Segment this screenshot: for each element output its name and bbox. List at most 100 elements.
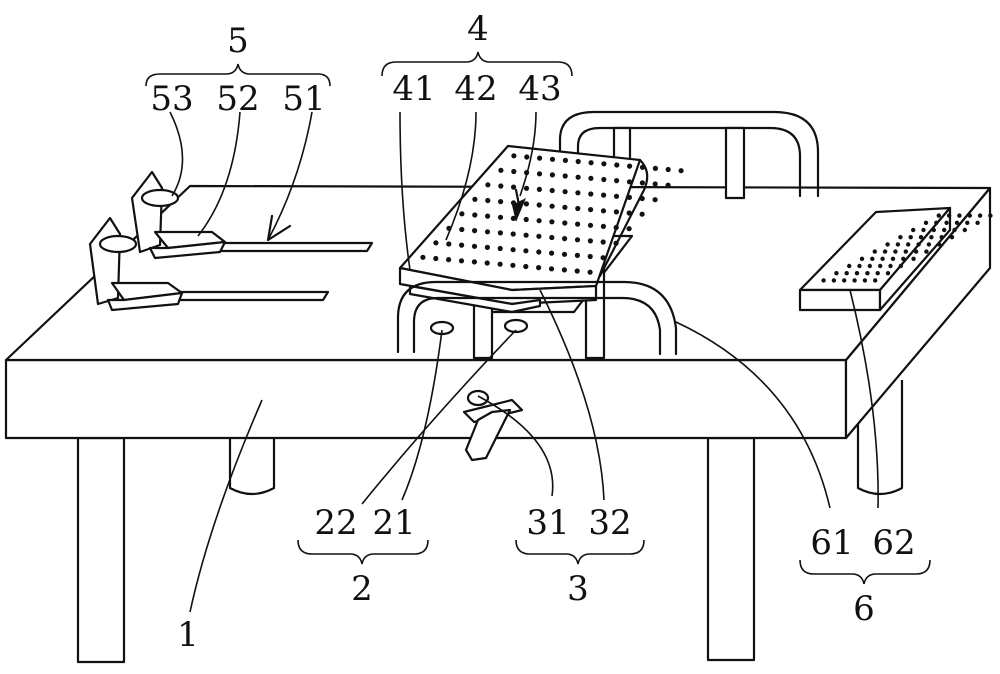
brace-4 — [381, 51, 573, 77]
strap-ring-front — [98, 234, 138, 254]
side-pad-hole — [895, 242, 901, 247]
board-curled-edge — [598, 158, 649, 278]
board-hole — [498, 199, 504, 205]
side-pad-hole — [967, 213, 972, 218]
crank-handle — [464, 408, 512, 462]
board-hole — [536, 218, 542, 224]
side-pad-hole — [901, 256, 906, 261]
label-21: 21 — [372, 503, 415, 543]
board-hole — [626, 179, 633, 185]
group-braces — [145, 51, 931, 585]
leader-61 — [675, 321, 831, 509]
table-legs — [76, 380, 904, 664]
side-pad-hole — [893, 249, 898, 254]
side-pad-hole — [821, 278, 826, 283]
leader-62 — [849, 289, 879, 509]
board-hole — [484, 229, 491, 235]
board-hole — [537, 155, 543, 161]
side-pad-hole — [949, 235, 955, 240]
board-hole — [511, 168, 517, 175]
side-pad-hole — [898, 235, 903, 240]
slide-rail-front — [161, 290, 330, 302]
board-hole — [498, 167, 504, 173]
side-pad-hole — [908, 235, 913, 240]
label-1: 1 — [177, 615, 199, 655]
label-22: 22 — [314, 503, 357, 543]
side-pad-hole — [937, 242, 942, 247]
foot-rest-front-base — [106, 291, 184, 312]
board-hole — [562, 220, 568, 226]
board-hole — [536, 265, 542, 271]
board-hole — [613, 193, 620, 199]
side-pad-hole — [834, 271, 839, 276]
side-pad-hole — [946, 213, 952, 218]
leader-21 — [401, 329, 443, 501]
board-hole — [587, 238, 594, 244]
board-hole — [626, 194, 633, 200]
board-hole — [574, 252, 581, 258]
board-hole — [536, 249, 542, 255]
label-52: 52 — [216, 79, 259, 119]
board-hole — [639, 195, 645, 202]
reference-numerals: 5 53 52 51 4 41 42 43 22 21 2 31 32 3 61… — [150, 9, 915, 655]
lift-bolt-22 — [503, 318, 529, 334]
board-hole — [510, 231, 516, 237]
board-hole — [497, 261, 503, 267]
side-pad-hole — [957, 213, 962, 218]
board-hole — [613, 224, 619, 231]
board-hole — [575, 190, 581, 196]
side-pad-hole — [962, 227, 967, 233]
side-pad-hole — [988, 213, 993, 218]
board-hole — [575, 221, 581, 227]
board-hole — [459, 211, 465, 217]
side-pad-hole — [859, 256, 865, 261]
board-hole — [588, 175, 594, 181]
side-pad-hole — [903, 249, 908, 254]
side-pad-hole — [918, 235, 924, 240]
board-hole — [510, 247, 516, 253]
board-hole — [639, 164, 646, 170]
board-hole — [588, 160, 594, 166]
side-pad-hole — [880, 256, 885, 261]
board-hole — [665, 166, 671, 173]
board-hole — [536, 233, 542, 239]
board-hole — [562, 157, 569, 163]
side-pad-hole — [965, 220, 970, 225]
board-hole — [614, 162, 620, 168]
side-pad-hole — [931, 227, 936, 233]
side-pad-hole — [936, 213, 941, 218]
side-pad-hole — [939, 235, 944, 240]
leader-52 — [197, 111, 241, 237]
side-pad-hole — [854, 271, 860, 276]
side-pad-hole — [870, 256, 875, 261]
front-handrail — [396, 280, 678, 356]
side-pad-hole — [844, 271, 849, 276]
side-pad-hole — [875, 271, 880, 276]
board-hole — [472, 228, 478, 234]
board-hole — [523, 216, 529, 223]
board-hole — [652, 165, 659, 171]
board-hole — [524, 154, 530, 160]
board-hole — [446, 241, 452, 247]
board-arrow-43 — [512, 198, 526, 222]
back-left-leg — [228, 438, 276, 496]
board-hole — [549, 172, 556, 178]
side-pad-hole — [847, 263, 852, 269]
board-hole — [626, 226, 632, 232]
front-handrail-inner — [412, 296, 662, 356]
board-hole — [549, 187, 555, 194]
board-hole — [562, 236, 568, 242]
crank-hub — [466, 389, 490, 407]
board-hole — [510, 215, 516, 221]
side-pad-hole — [888, 263, 893, 269]
board-hole — [601, 161, 607, 167]
board-hole — [613, 240, 619, 246]
side-pad-hole — [852, 278, 857, 283]
side-pad-hole — [924, 249, 929, 254]
board-hole — [485, 182, 491, 188]
board-hole — [600, 208, 607, 214]
label-62: 62 — [872, 523, 915, 563]
board-hole — [587, 222, 594, 228]
board-hole — [561, 267, 568, 273]
board-hole — [498, 183, 504, 189]
